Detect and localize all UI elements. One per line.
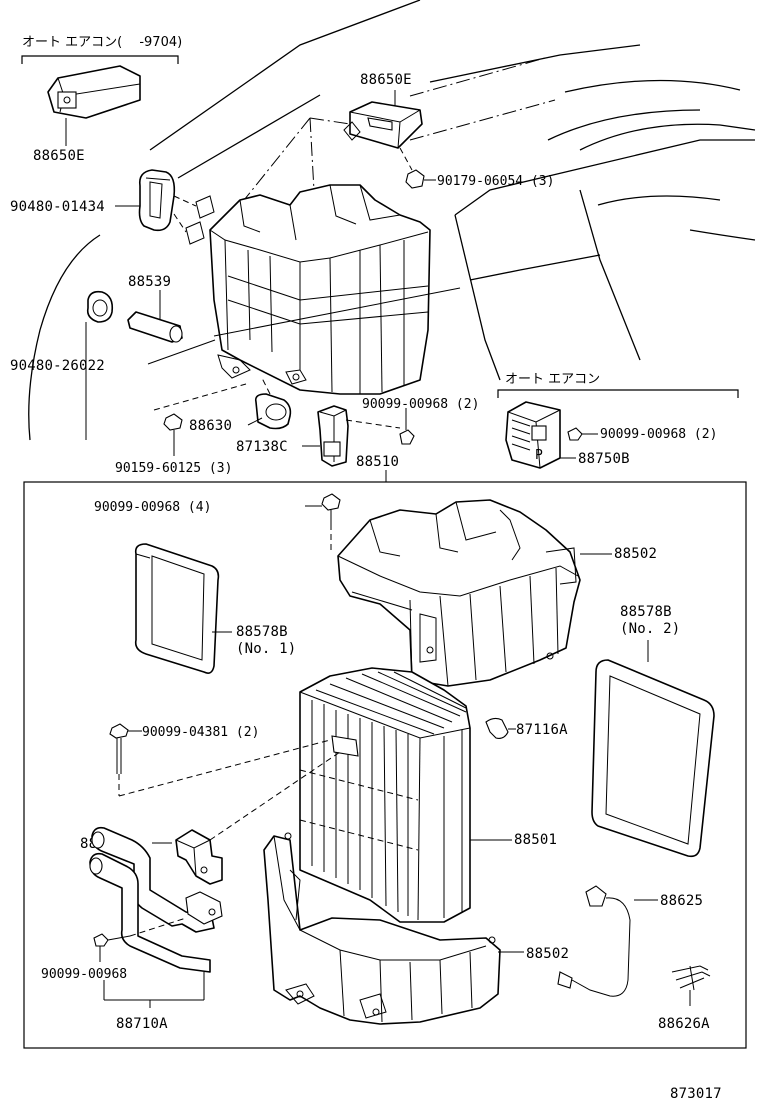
label-88625: 88625 xyxy=(660,893,703,909)
label-88501: 88501 xyxy=(514,832,557,848)
bolt-90099-04381 xyxy=(109,723,331,797)
label-88710A: 88710A xyxy=(116,1016,168,1032)
label-87116A: 87116A xyxy=(516,722,568,738)
module-88750B: P xyxy=(505,401,576,469)
actuator-88630 xyxy=(247,377,292,430)
label-88578B-no1-sub: (No. 1) xyxy=(236,641,296,657)
group-auto-ac: オート エアコン xyxy=(497,372,739,398)
group-label-auto-ac-early: オート エアコン( -9704) xyxy=(22,35,182,50)
seal-88578B-no1 xyxy=(134,543,232,674)
pins-88626A xyxy=(671,965,711,1006)
label-88578B-no2: 88578B xyxy=(620,604,672,620)
label-88750B: 88750B xyxy=(578,451,630,467)
nut-90179 xyxy=(399,147,436,189)
label-90480-01434: 90480-01434 xyxy=(10,199,105,215)
label-88626A: 88626A xyxy=(658,1016,710,1032)
group-label-auto-ac: オート エアコン xyxy=(505,372,600,387)
evaporator-88501 xyxy=(299,667,512,923)
hose-88539 xyxy=(127,290,183,343)
screw-90099-00968-b xyxy=(567,427,598,441)
label-90099-00968-2b: 90099-00968 (2) xyxy=(600,427,717,442)
label-88510: 88510 xyxy=(356,454,399,470)
screw-90099-00968-4 xyxy=(305,493,341,554)
label-90099-04381: 90099-04381 (2) xyxy=(142,725,259,740)
valve-88515 xyxy=(152,751,341,885)
label-88650E-left: 88650E xyxy=(33,148,85,164)
grommet-90480-01434 xyxy=(115,169,176,232)
case-lower-88502 xyxy=(263,832,524,1025)
label-88578B-no2-sub: (No. 2) xyxy=(620,621,680,637)
label-90480-26022: 90480-26022 xyxy=(10,358,105,374)
bolt-90099-00968 xyxy=(93,917,187,962)
screw-90099-00968-a xyxy=(345,408,415,445)
part-88650E-upper xyxy=(343,90,423,149)
label-88502-top: 88502 xyxy=(614,546,657,562)
vehicle-outline xyxy=(28,0,756,441)
case-upper-88502 xyxy=(337,499,612,687)
group-auto-ac-early: オート エアコン( -9704) xyxy=(21,35,182,64)
label-88539: 88539 xyxy=(128,274,171,290)
label-88502-bottom: 88502 xyxy=(526,946,569,962)
label-88650E-upper: 88650E xyxy=(360,72,412,88)
housing-assembly-88510 xyxy=(173,184,431,395)
label-90159: 90159-60125 (3) xyxy=(115,461,232,476)
part-88650E-left xyxy=(47,65,141,146)
seal-88578B-no2 xyxy=(591,640,715,858)
label-88578B-no1: 88578B xyxy=(236,624,288,640)
label-87138C: 87138C xyxy=(236,439,288,455)
thermistor-88625 xyxy=(557,885,658,997)
label-90099-00968-2a: 90099-00968 (2) xyxy=(362,397,479,412)
label-90099-00968-4: 90099-00968 (4) xyxy=(94,500,211,515)
label-88630: 88630 xyxy=(189,418,232,434)
screw-90159 xyxy=(153,383,247,456)
svg-text:P: P xyxy=(535,448,543,463)
grommet-90480-26022 xyxy=(85,290,114,440)
label-90179: 90179-06054 (3) xyxy=(437,174,554,189)
label-90099-00968: 90099-00968 xyxy=(41,967,127,982)
tube-88710A xyxy=(89,826,223,1008)
drawing-number: 873017 xyxy=(670,1086,722,1102)
clip-87116A xyxy=(485,717,516,739)
exploded-view-frame xyxy=(23,481,747,1049)
sensor-87138C xyxy=(302,405,349,467)
